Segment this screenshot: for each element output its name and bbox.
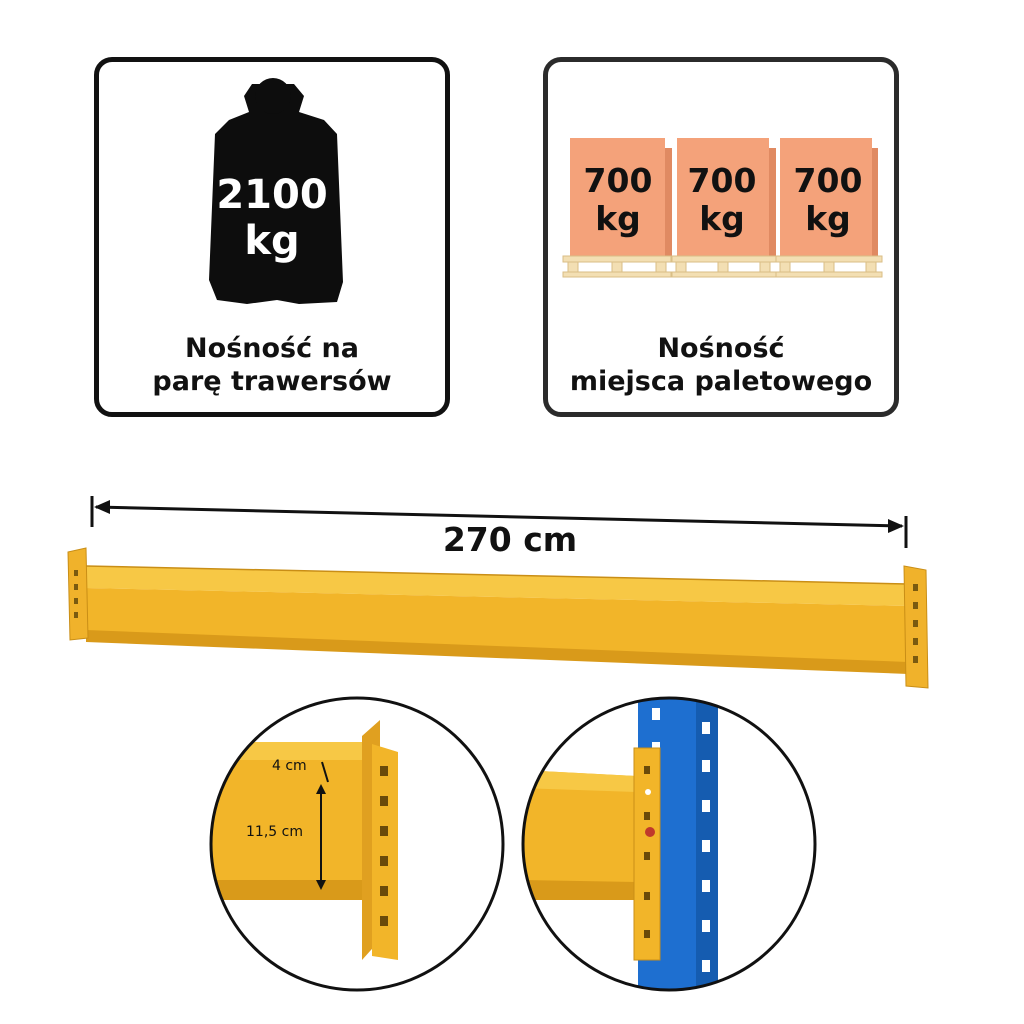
weight-value: 2100 [216,172,328,218]
detail-circle-left [209,696,505,992]
pallet-place-capacity-card: 700 kg 700 kg 700 kg Nośność miejsca pal… [543,57,899,417]
box-2-weight: 700 kg [687,161,757,238]
beam-left-connector [67,547,89,641]
box-1-weight: 700 kg [583,161,653,238]
beam-upright-connection-detail [523,698,815,990]
beam-right-connector [903,565,929,689]
pallet-box-icon [562,138,883,278]
beam-pair-capacity-card: 2100 kg Nośność na parę trawersów [94,57,450,417]
beam-body [85,565,909,674]
label-line-1: Nośność na [185,333,359,364]
weight-icon [209,78,343,304]
label-line-2: miejsca paletowego [569,366,873,397]
label-line-1: Nośność [657,333,785,364]
profile-height-dimension: 11,5 cm [246,824,303,840]
label-line-2: parę trawersów [152,366,392,397]
beam-length-label: 270 cm [442,520,578,559]
weight-unit: kg [244,218,300,264]
beam-profile-detail [211,698,503,990]
box-3-weight: 700 kg [793,161,863,238]
pallet-place-capacity-label: Nośność miejsca paletowego [548,332,894,398]
profile-top-dimension: 4 cm [272,758,307,774]
beam-pair-capacity-label: Nośność na parę trawersów [99,332,445,398]
detail-circle-right [521,696,817,992]
